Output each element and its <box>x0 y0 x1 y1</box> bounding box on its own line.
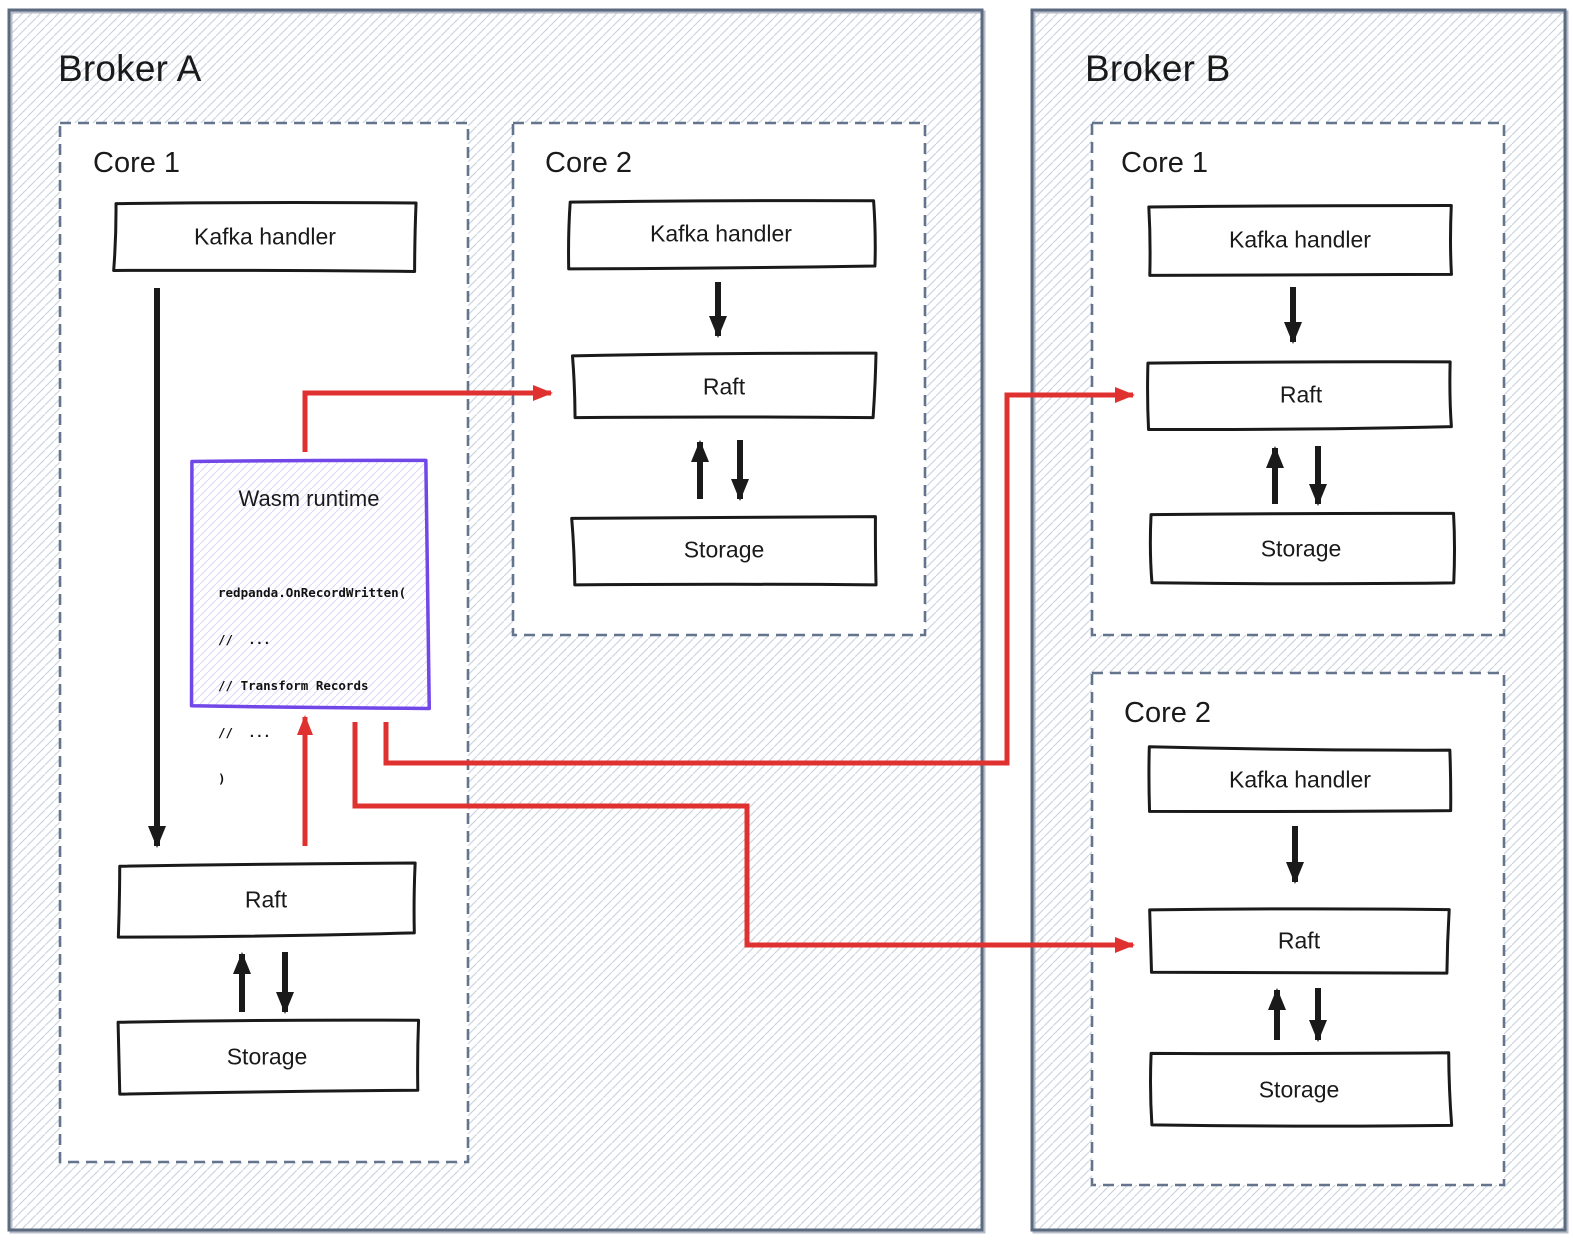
red-connector-wasm-to-brokerb-core2-raft <box>352 722 1135 953</box>
broker-b-core-2-storage-label: Storage <box>1258 1076 1340 1103</box>
broker-b-core-1-raft-label: Raft <box>1279 381 1323 408</box>
broker-a-core-2-raft-label: Raft <box>702 373 746 400</box>
broker-b-core-2-raft-label: Raft <box>1277 927 1321 954</box>
broker-b-core-1-title: Core 1 <box>1121 147 1209 179</box>
broker-b-border <box>1030 8 1567 1232</box>
broker-a-core-1-title: Core 1 <box>93 147 181 179</box>
code-line: // ... <box>218 724 271 740</box>
broker-a-core-2-storage-box <box>570 515 878 587</box>
red-connector-wasm-to-core2-raft <box>302 385 553 452</box>
wasm-runtime-code: redpanda.OnRecordWritten( // ... // Tran… <box>218 554 406 802</box>
broker-a-core-1-kafka-handler-label: Kafka handler <box>194 223 336 250</box>
broker-a-core-2-raft-box <box>570 351 878 420</box>
broker-a-border <box>7 8 984 1232</box>
wasm-runtime-title: Wasm runtime <box>238 486 380 511</box>
broker-b-title: Broker B <box>1085 48 1231 89</box>
broker-b-core-1-storage-label: Storage <box>1260 535 1342 562</box>
broker-a-core-1-raft-label: Raft <box>244 886 288 913</box>
broker-b-core-1-kafka-handler-box <box>1147 204 1453 277</box>
broker-a-core-1-storage-label: Storage <box>226 1043 308 1070</box>
broker-a-core-2-storage-label: Storage <box>683 536 765 563</box>
broker-b-core-2-title: Core 2 <box>1124 697 1212 729</box>
broker-b-core-1-raft-box <box>1146 360 1453 432</box>
broker-a-title: Broker A <box>58 48 202 89</box>
broker-b-core-1-storage-box <box>1148 511 1457 586</box>
wasm-runtime-box <box>189 458 432 711</box>
broker-a-core-2-title: Core 2 <box>545 147 633 179</box>
broker-a-core-2-kafka-handler-box <box>567 199 877 271</box>
broker-a-core-1-kafka-handler-box <box>112 201 418 273</box>
code-line: redpanda.OnRecordWritten( <box>218 585 407 600</box>
broker-a-core-1-storage-box <box>116 1018 421 1096</box>
broker-b-core-2-kafka-handler-box <box>1147 745 1453 814</box>
broker-b-core-2-raft-box <box>1148 907 1451 975</box>
broker-a-core-1-raft-box <box>116 861 417 939</box>
broker-b-core-1-kafka-handler-label: Kafka handler <box>1229 226 1371 253</box>
broker-a-core-2-kafka-handler-label: Kafka handler <box>650 220 792 247</box>
red-connector-wasm-to-brokerb-core1-raft <box>383 387 1135 766</box>
code-line: // ... <box>218 631 271 647</box>
code-line: // Transform Records <box>218 678 369 693</box>
broker-b-core-2-storage-box <box>1149 1051 1454 1128</box>
code-line: ) <box>218 771 226 786</box>
broker-b-core-2-kafka-handler-label: Kafka handler <box>1229 766 1371 793</box>
